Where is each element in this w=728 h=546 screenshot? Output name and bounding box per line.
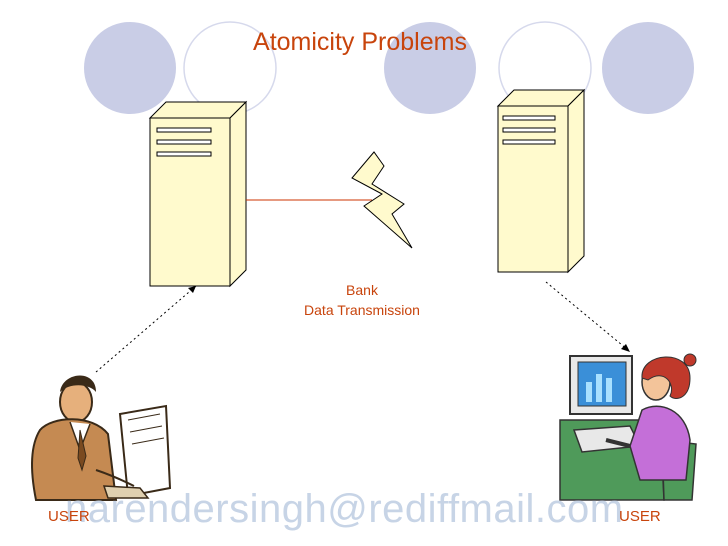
- woman-at-computer-icon: [559, 353, 697, 501]
- circle-3: [384, 22, 476, 114]
- circle-1: [84, 22, 176, 114]
- caption-line-bank: Bank: [346, 282, 378, 298]
- left-dotted-arrow: [95, 285, 197, 373]
- left-server-icon: [148, 100, 248, 288]
- email-watermark: narendersingh@rediffmail.com: [65, 487, 624, 531]
- lightning-bolt-icon: [351, 151, 413, 249]
- left-user-label: USER: [48, 508, 90, 525]
- right-user-label: USER: [619, 508, 661, 525]
- bank-caption: Bank Data Transmission: [262, 280, 462, 320]
- circle-5: [602, 22, 694, 114]
- caption-line-transmission: Data Transmission: [304, 302, 420, 318]
- man-at-computer-icon: [30, 375, 172, 501]
- right-dotted-arrow: [545, 281, 630, 352]
- right-server-icon: [496, 88, 586, 274]
- slide-title: Atomicity Problems: [253, 28, 467, 56]
